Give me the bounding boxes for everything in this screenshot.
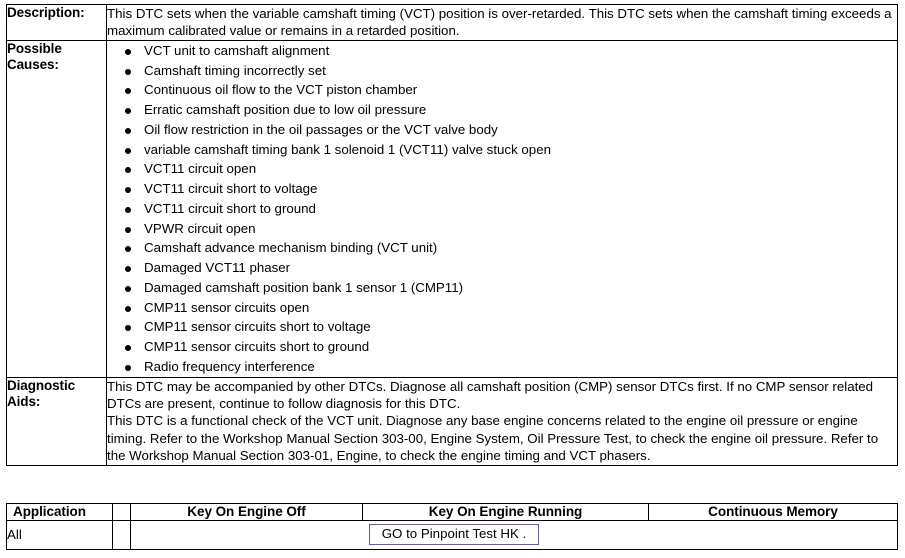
possible-causes-list: VCT unit to camshaft alignment Camshaft … bbox=[107, 41, 897, 377]
list-item: CMP11 sensor circuits open bbox=[125, 298, 897, 318]
table-row-description: Description: This DTC sets when the vari… bbox=[6, 4, 898, 41]
list-item: Damaged camshaft position bank 1 sensor … bbox=[125, 278, 897, 298]
list-item: VCT11 circuit open bbox=[125, 159, 897, 179]
row-content-description: This DTC sets when the variable camshaft… bbox=[106, 4, 898, 41]
row-label-possible-causes: Possible Causes: bbox=[6, 39, 107, 378]
list-item: Radio frequency interference bbox=[125, 357, 897, 377]
column-header-application: Application bbox=[6, 503, 113, 521]
table-header-row: Application Key On Engine Off Key On Eng… bbox=[6, 503, 898, 521]
list-item: VCT11 circuit short to ground bbox=[125, 199, 897, 219]
list-item: Damaged VCT11 phaser bbox=[125, 258, 897, 278]
cell-test-result: GO to Pinpoint Test HK . bbox=[130, 520, 898, 550]
pinpoint-test-link[interactable]: GO to Pinpoint Test HK . bbox=[368, 524, 540, 545]
list-item: Camshaft timing incorrectly set bbox=[125, 61, 897, 81]
row-label-description: Description: bbox=[6, 4, 107, 41]
row-content-diagnostic-aids: This DTC may be accompanied by other DTC… bbox=[106, 376, 898, 466]
list-item: VCT unit to camshaft alignment bbox=[125, 41, 897, 61]
table-row: All GO to Pinpoint Test HK . bbox=[6, 520, 898, 550]
column-header-key-on-engine-off: Key On Engine Off bbox=[130, 503, 363, 521]
application-test-table: Application Key On Engine Off Key On Eng… bbox=[6, 503, 898, 550]
column-header-spacer bbox=[112, 503, 131, 521]
list-item: CMP11 sensor circuits short to voltage bbox=[125, 317, 897, 337]
row-label-diagnostic-aids-line-1: Aids: bbox=[7, 394, 41, 410]
list-item: CMP11 sensor circuits short to ground bbox=[125, 337, 897, 357]
row-label-diagnostic-aids-line-0: Diagnostic bbox=[7, 377, 76, 393]
list-item: Oil flow restriction in the oil passages… bbox=[125, 120, 897, 140]
list-item: variable camshaft timing bank 1 solenoid… bbox=[125, 140, 897, 160]
list-item: Camshaft advance mechanism binding (VCT … bbox=[125, 238, 897, 258]
table-row-possible-causes: Possible Causes: VCT unit to camshaft al… bbox=[6, 39, 898, 378]
dtc-main-table: Description: This DTC sets when the vari… bbox=[6, 4, 898, 466]
cell-application-value: All bbox=[6, 520, 113, 550]
diagnostic-aids-paragraph: This DTC may be accompanied by other DTC… bbox=[107, 378, 874, 411]
list-item: VPWR circuit open bbox=[125, 219, 897, 239]
list-item: VCT11 circuit short to voltage bbox=[125, 179, 897, 199]
diagnostic-aids-paragraph: This DTC is a functional check of the VC… bbox=[107, 413, 879, 464]
description-text: This DTC sets when the variable camshaft… bbox=[107, 6, 892, 39]
table-row-diagnostic-aids: Diagnostic Aids: This DTC may be accompa… bbox=[6, 376, 898, 466]
row-label-possible-causes-line-1: Causes: bbox=[7, 57, 59, 73]
list-item: Erratic camshaft position due to low oil… bbox=[125, 100, 897, 120]
cell-spacer-value bbox=[112, 520, 131, 550]
column-header-continuous-memory: Continuous Memory bbox=[648, 503, 898, 521]
list-item: Continuous oil flow to the VCT piston ch… bbox=[125, 80, 897, 100]
row-label-diagnostic-aids: Diagnostic Aids: bbox=[6, 376, 107, 466]
row-label-possible-causes-line-0: Possible bbox=[7, 40, 62, 56]
column-header-key-on-engine-running: Key On Engine Running bbox=[362, 503, 649, 521]
row-label-description-line-0: Description: bbox=[7, 5, 85, 20]
row-content-possible-causes: VCT unit to camshaft alignment Camshaft … bbox=[106, 39, 898, 378]
